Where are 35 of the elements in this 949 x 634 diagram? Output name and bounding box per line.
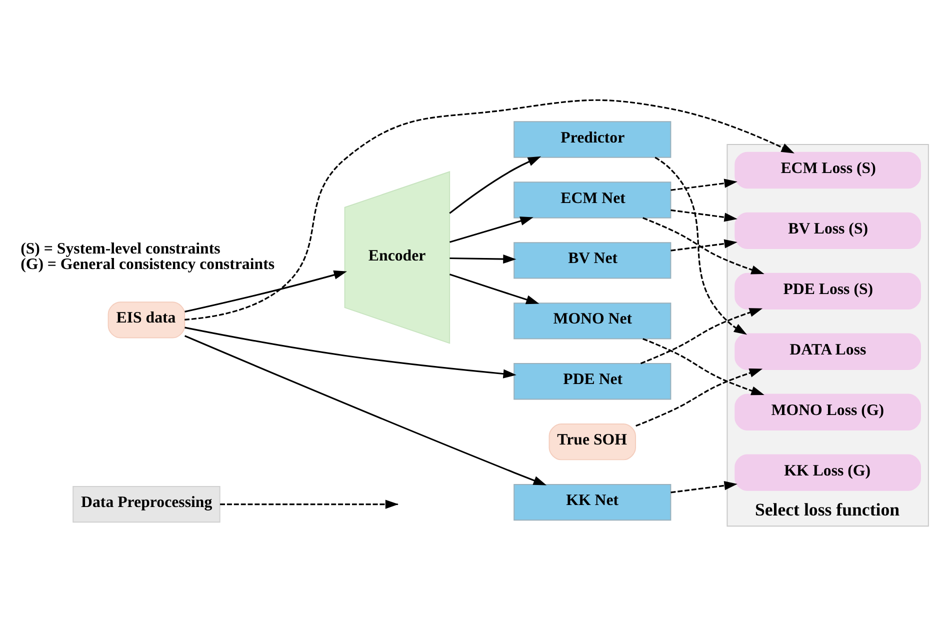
arrow — [450, 254, 516, 264]
node-box: Encoder — [344, 171, 450, 344]
node-box: MONO Net — [514, 302, 672, 340]
node-box: PDE Loss (S) — [734, 272, 921, 310]
node-box: ECM Loss (S) — [734, 152, 921, 189]
node-box: Data Preprocessing — [72, 486, 220, 523]
arrow — [184, 270, 347, 312]
arrow — [670, 209, 738, 222]
label: (S) = System-level constraints — [20, 240, 220, 258]
node-box: True SOH — [548, 424, 636, 460]
node-box: Predictor — [514, 121, 672, 158]
arrow — [636, 368, 763, 427]
node-box: EIS data — [108, 302, 186, 338]
arrow — [449, 274, 540, 304]
arrow — [642, 338, 764, 396]
node-box: KK Net — [514, 484, 672, 521]
arrow — [670, 481, 738, 494]
arrow — [449, 156, 542, 214]
arrow — [640, 308, 763, 364]
label: (G) = General consistency constraints — [20, 256, 275, 274]
node-box: BV Net — [514, 242, 672, 279]
node-box: ECM Net — [514, 182, 672, 218]
node-box: PDE Net — [514, 363, 672, 400]
node-box: DATA Loss — [734, 333, 921, 370]
arrow — [670, 239, 738, 252]
arrow — [670, 178, 738, 191]
node-box: MONO Loss (G) — [734, 394, 921, 430]
arrow — [642, 217, 764, 274]
node-box: KK Loss (G) — [734, 454, 921, 491]
node-box: BV Loss (S) — [734, 212, 921, 250]
arrow — [184, 99, 794, 320]
arrow — [184, 326, 516, 378]
arrow — [654, 156, 748, 335]
arrow — [184, 335, 547, 486]
arrow — [449, 216, 534, 243]
